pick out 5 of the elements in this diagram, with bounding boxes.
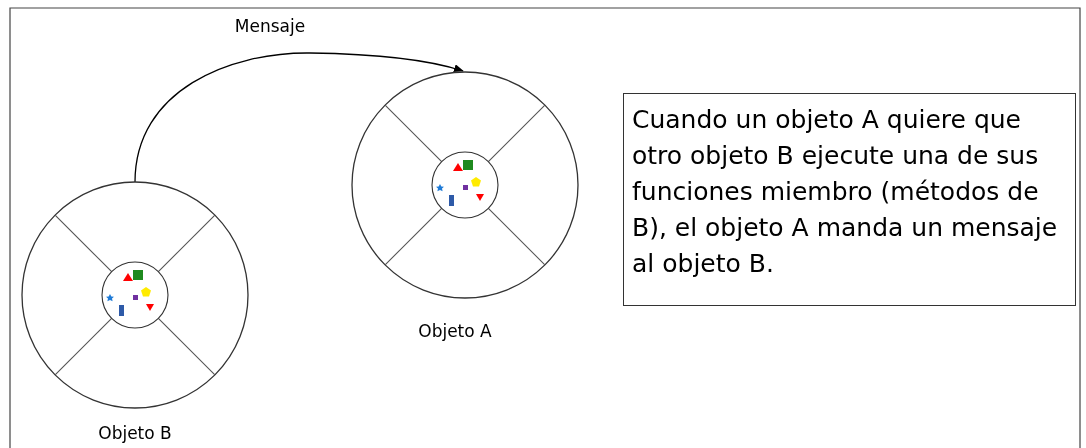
object-label: Objeto B [98,423,172,443]
arrow [134,52,464,183]
edge-label: Mensaje [234,16,306,36]
object-label: Objeto A [418,321,492,341]
text-box: Cuando un objeto A quiere que otro objeto B ejecute una de sus funciones miembro (métodos de B), el objeto A manda un mensaje al objeto B. [623,93,1076,306]
